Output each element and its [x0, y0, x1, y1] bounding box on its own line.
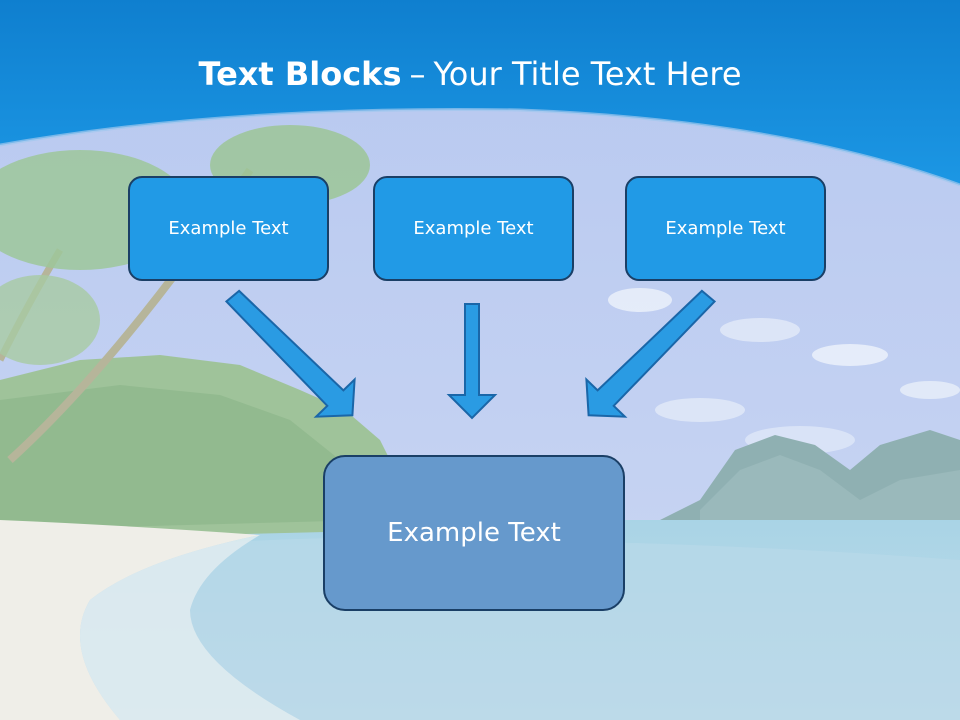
- text-block-3-label: Example Text: [665, 218, 786, 239]
- text-block-3[interactable]: Example Text: [625, 176, 826, 281]
- text-block-1[interactable]: Example Text: [128, 176, 329, 281]
- title-bold-part: Text Blocks: [198, 55, 402, 93]
- text-block-2-label: Example Text: [413, 218, 534, 239]
- slide-title: Text Blocks–Your Title Text Here: [0, 52, 940, 96]
- main-text-block[interactable]: Example Text: [323, 455, 625, 611]
- main-text-block-label: Example Text: [387, 518, 561, 548]
- text-block-2[interactable]: Example Text: [373, 176, 574, 281]
- text-block-1-label: Example Text: [168, 218, 289, 239]
- title-dash: –: [409, 55, 426, 93]
- title-rest-part: Your Title Text Here: [433, 55, 742, 93]
